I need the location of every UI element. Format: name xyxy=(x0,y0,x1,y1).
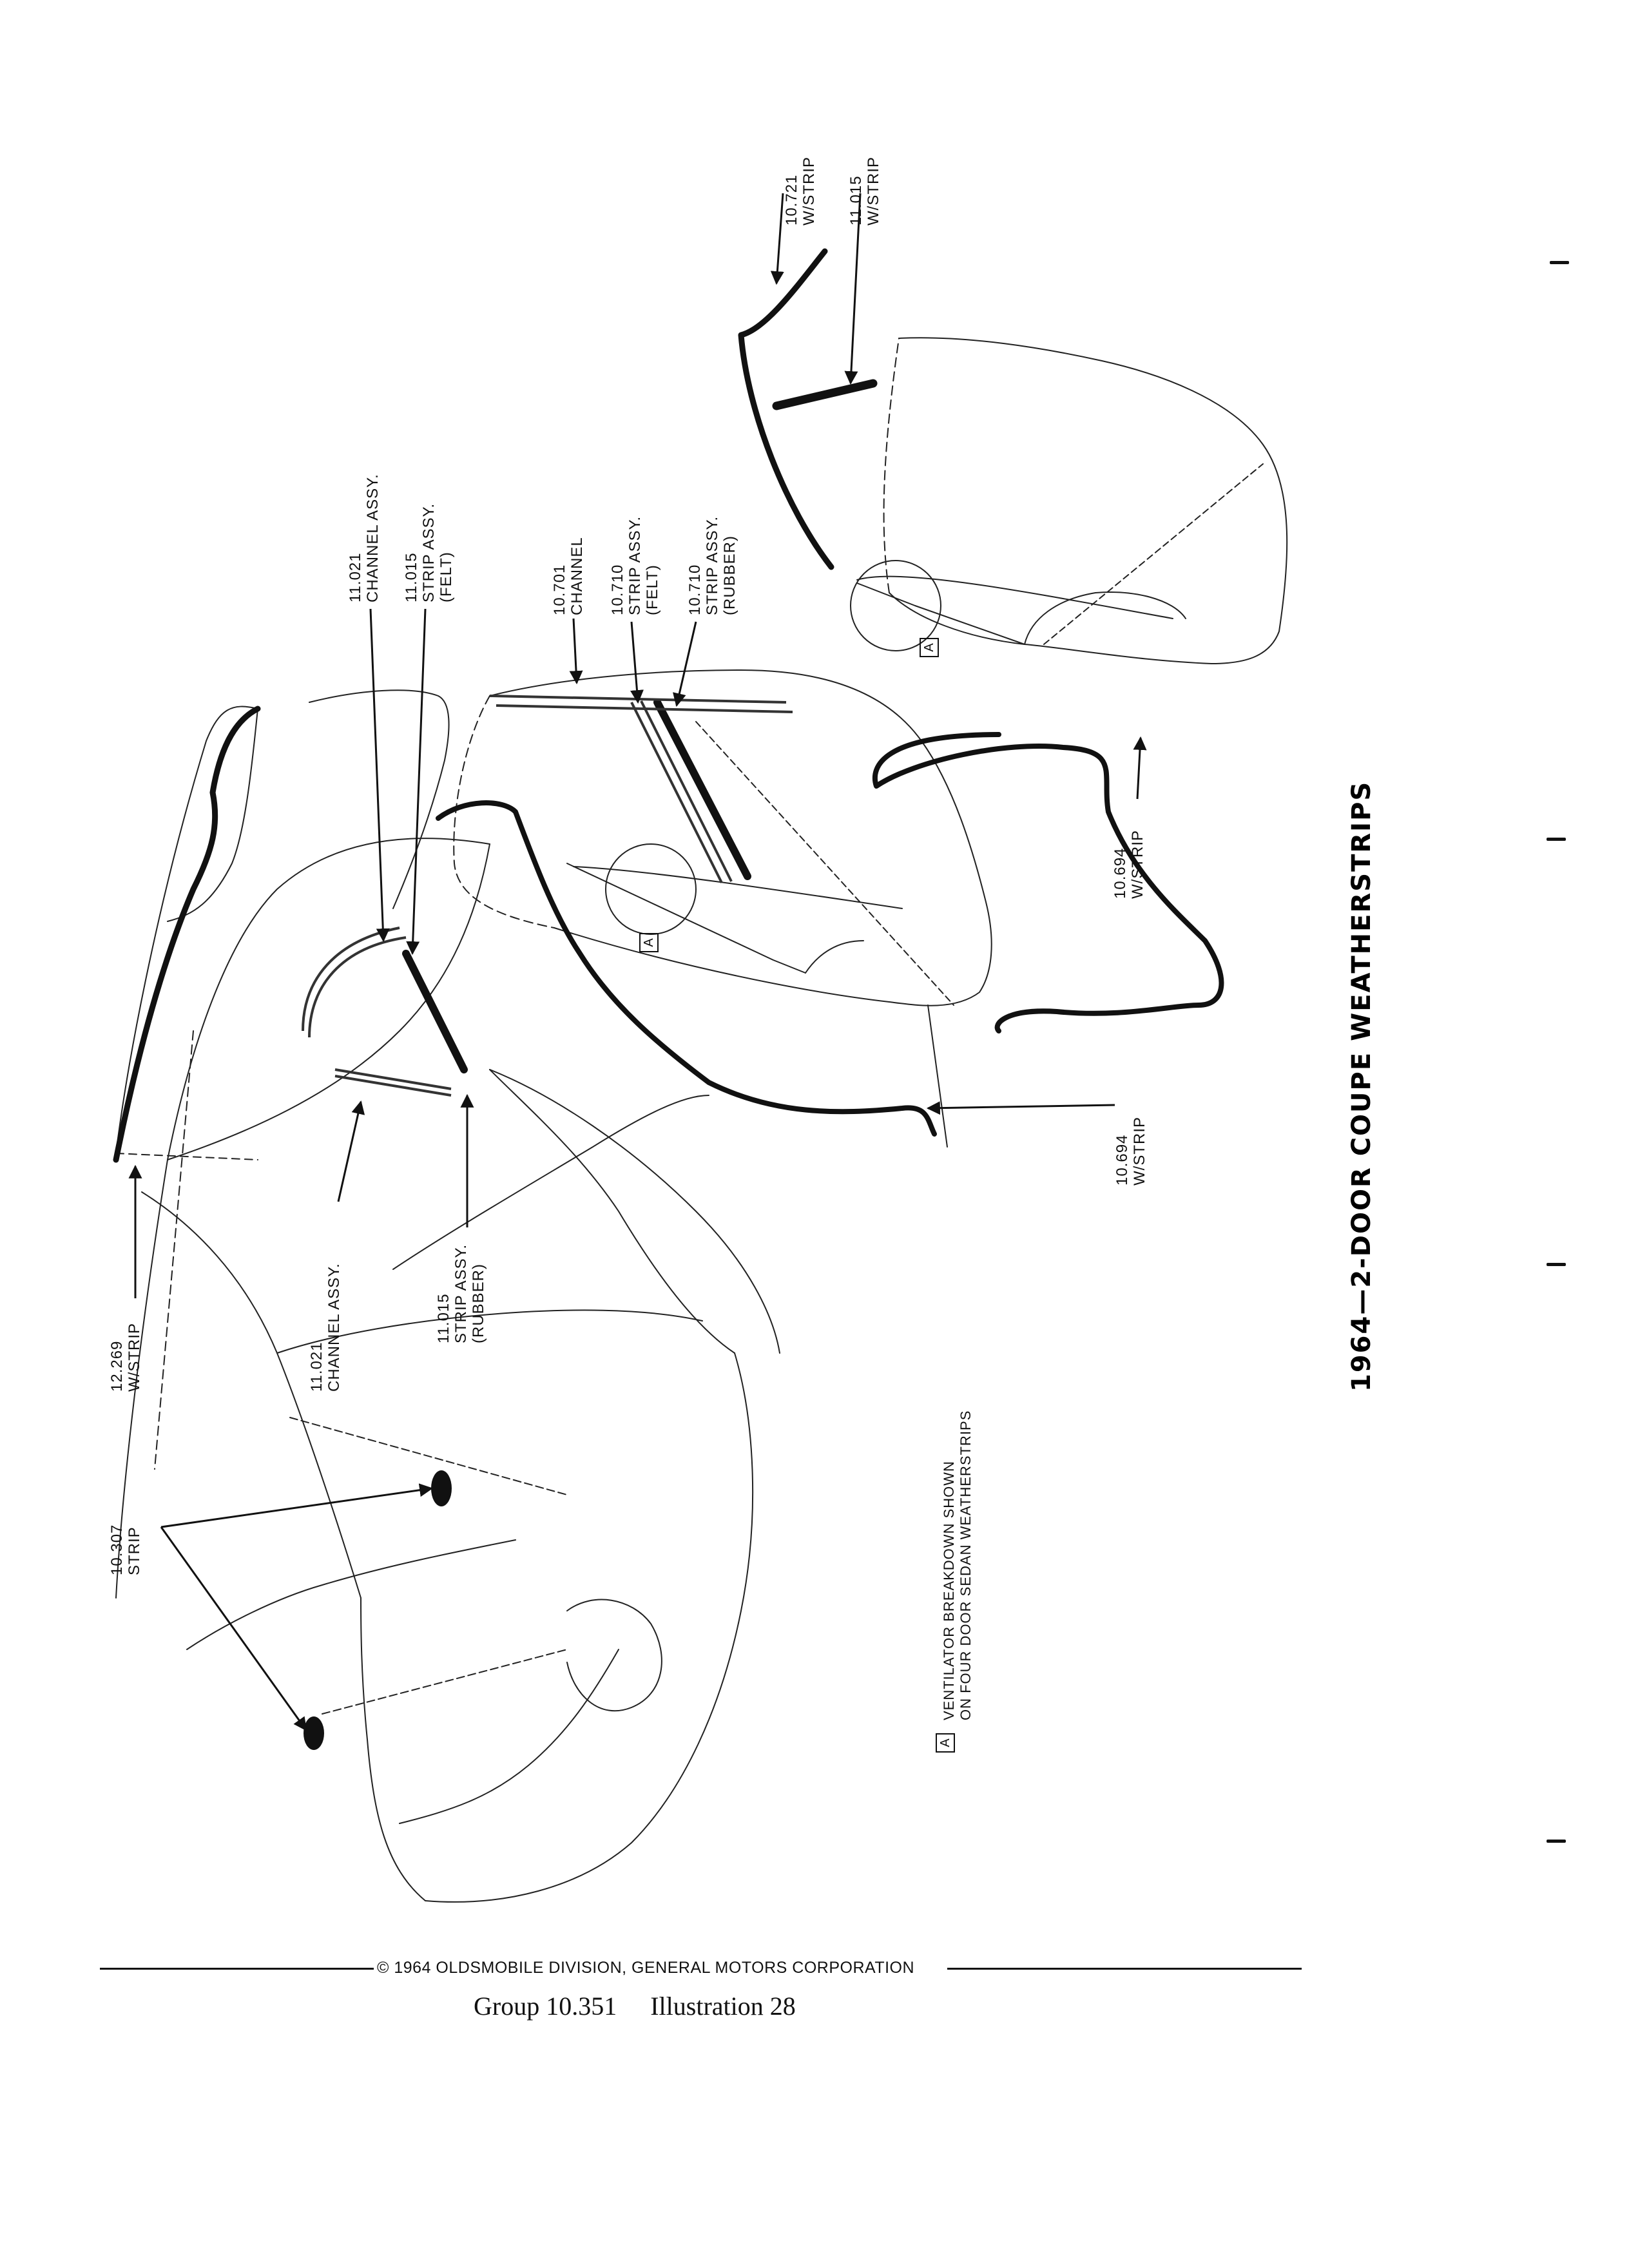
callout-number: 10.710 xyxy=(686,564,704,615)
callout-10-721-w-strip: 10.721 W/STRIP xyxy=(783,157,818,226)
rear-quarter-glass-panel xyxy=(115,706,258,1160)
detail-circle-rear xyxy=(850,560,941,651)
callout-desc: STRIP ASSY. xyxy=(704,515,721,615)
detail-circle-front xyxy=(605,843,697,935)
rear-door-panel xyxy=(856,337,1288,664)
strip-10-710-rubber xyxy=(653,698,751,880)
callout-11-015-w-strip: 11.015 W/STRIP xyxy=(847,157,882,226)
note-line-1: VENTILATOR BREAKDOWN SHOWN xyxy=(941,1461,957,1720)
leader-10-307-lower xyxy=(160,1526,307,1731)
copyright-rule-left xyxy=(100,1968,374,1970)
callout-10-307-strip: 10.307 STRIP xyxy=(108,1524,143,1575)
callout-number: 11.021 xyxy=(347,552,364,602)
leader-10-721 xyxy=(770,193,784,285)
callout-number: 12.269 xyxy=(108,1340,126,1392)
callout-note: (FELT) xyxy=(644,564,661,615)
callout-number: 10.721 xyxy=(783,174,800,226)
callout-number: 11.015 xyxy=(403,552,420,602)
callout-number: 10.710 xyxy=(609,564,626,615)
callout-number: 10.701 xyxy=(551,564,568,615)
channel-11-021 xyxy=(302,927,407,1038)
callout-12-269-w-strip: 12.269 W/STRIP xyxy=(108,1323,143,1392)
detail-marker-front: A xyxy=(639,933,659,952)
callout-desc: STRIP xyxy=(126,1526,143,1575)
callout-desc: W/STRIP xyxy=(1129,830,1146,899)
callout-desc: STRIP ASSY. xyxy=(420,503,438,602)
leader-10-701 xyxy=(569,618,583,685)
margin-mark-2 xyxy=(1547,838,1566,841)
strip-10-307-upper-part xyxy=(431,1470,452,1506)
callout-10-710-strip-assy-rubber: 10.710 STRIP ASSY. (RUBBER) xyxy=(686,516,738,615)
callout-note: (RUBBER) xyxy=(721,535,738,615)
callout-number: 11.015 xyxy=(847,175,865,226)
callout-note: (RUBBER) xyxy=(470,1263,487,1343)
ventilator-note: VENTILATOR BREAKDOWN SHOWN ON FOUR DOOR … xyxy=(941,1410,974,1720)
leader-10-710-rubber xyxy=(673,621,697,707)
front-door-panel xyxy=(453,669,992,1148)
callout-desc: W/STRIP xyxy=(126,1323,143,1392)
callout-number: 10.694 xyxy=(1112,847,1129,899)
callout-11-015-strip-assy-rubber: 11.015 STRIP ASSY. (RUBBER) xyxy=(435,1244,487,1343)
callout-11-021-channel-assy: 11.021 CHANNEL ASSY. xyxy=(347,474,381,602)
strip-10-307-lower-part xyxy=(304,1716,324,1750)
margin-mark-3 xyxy=(1547,1263,1566,1266)
callout-desc: STRIP ASSY. xyxy=(626,515,644,615)
callout-number: 10.694 xyxy=(1113,1134,1131,1186)
leader-10-307-upper xyxy=(160,1483,434,1528)
callout-10-701-channel: 10.701 CHANNEL xyxy=(551,537,586,615)
page-title: 1964—2-DOOR COUPE WEATHERSTRIPS xyxy=(1347,780,1376,1392)
strip-10-710-felt xyxy=(630,700,733,883)
callout-11-021-channel-assy-lower: 11.021 CHANNEL ASSY. xyxy=(308,1263,343,1392)
leader-11-021-channel-lower xyxy=(337,1100,365,1202)
callout-number: 11.021 xyxy=(308,1341,325,1392)
callout-desc: W/STRIP xyxy=(865,157,882,226)
leader-11-015-w-strip xyxy=(844,193,862,385)
callout-number: 10.307 xyxy=(108,1524,126,1575)
leader-10-710-felt xyxy=(630,621,644,704)
weatherstrip-10-694-front xyxy=(436,800,937,1137)
callout-note: (FELT) xyxy=(438,552,455,602)
copyright-line: © 1964 OLDSMOBILE DIVISION, GENERAL MOTO… xyxy=(0,1959,1629,1978)
copyright-rule-right xyxy=(947,1968,1302,1970)
callout-desc: CHANNEL ASSY. xyxy=(325,1263,343,1392)
channel-11-021-lower xyxy=(334,1068,452,1097)
note-line-2: ON FOUR DOOR SEDAN WEATHERSTRIPS xyxy=(958,1410,974,1720)
callout-11-015-strip-assy-felt: 11.015 STRIP ASSY. (FELT) xyxy=(403,503,455,602)
callout-10-710-strip-assy-felt: 10.710 STRIP ASSY. (FELT) xyxy=(609,516,661,615)
footer-illustration: Illustration 28 xyxy=(650,1992,796,2021)
note-marker: A xyxy=(936,1733,955,1753)
callout-desc: CHANNEL ASSY. xyxy=(364,474,381,602)
weatherstrip-11-015-upper xyxy=(772,379,878,410)
leader-11-015-felt xyxy=(406,608,427,956)
callout-10-694-w-strip-front: 10.694 W/STRIP xyxy=(1113,1117,1148,1186)
body-shell xyxy=(115,689,780,1903)
footer-group: Group 10.351 xyxy=(474,1992,617,2021)
margin-mark-1 xyxy=(1550,261,1569,264)
leader-10-694-middle xyxy=(926,1101,1115,1115)
callout-desc: CHANNEL xyxy=(568,537,586,615)
strip-11-015-felt-ventilator xyxy=(402,950,468,1073)
callout-10-694-w-strip-rear: 10.694 W/STRIP xyxy=(1112,830,1146,899)
leader-10-694-right xyxy=(1133,736,1147,800)
callout-desc: W/STRIP xyxy=(800,157,818,226)
weatherstrip-10-694-rear xyxy=(872,732,1224,1033)
weatherstrip-12-269 xyxy=(113,706,261,1163)
channel-10-701 xyxy=(489,695,793,713)
footer: Group 10.351 Illustration 28 xyxy=(474,1991,823,2021)
leader-11-021-channel xyxy=(369,608,390,943)
margin-mark-4 xyxy=(1547,1840,1566,1843)
weatherstrip-10-721 xyxy=(738,248,834,570)
callout-number: 11.015 xyxy=(435,1293,452,1343)
detail-marker-rear: A xyxy=(920,638,939,657)
callout-desc: W/STRIP xyxy=(1131,1117,1148,1186)
callout-desc: STRIP ASSY. xyxy=(452,1244,470,1343)
copyright-text: © 1964 OLDSMOBILE DIVISION, GENERAL MOTO… xyxy=(377,1959,915,1977)
